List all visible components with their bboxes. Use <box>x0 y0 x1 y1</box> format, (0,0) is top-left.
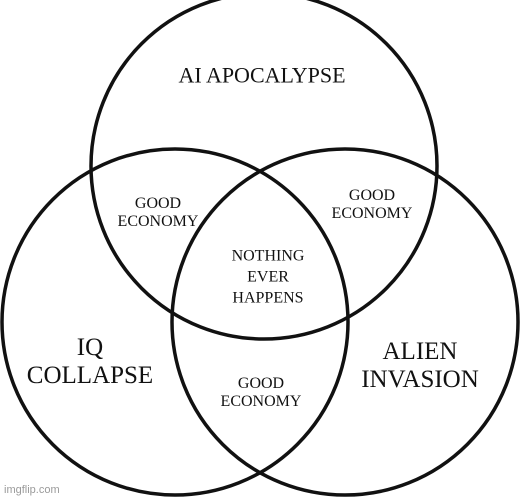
set-label-right: ALIEN INVASION <box>361 338 479 393</box>
intersection-label-left-right: GOOD ECONOMY <box>220 375 302 410</box>
circle-right-set <box>170 147 520 497</box>
watermark: imgflip.com <box>4 484 60 496</box>
intersection-label-center: NOTHING EVER HAPPENS <box>231 247 305 307</box>
intersection-label-top-left: GOOD ECONOMY <box>117 195 199 230</box>
set-label-top: AI APOCALYPSE <box>178 62 346 88</box>
circle-top-set <box>89 0 439 341</box>
intersection-label-top-right: GOOD ECONOMY <box>331 187 413 222</box>
circle-left-set <box>0 147 350 497</box>
set-label-left: IQ COLLAPSE <box>26 334 154 389</box>
